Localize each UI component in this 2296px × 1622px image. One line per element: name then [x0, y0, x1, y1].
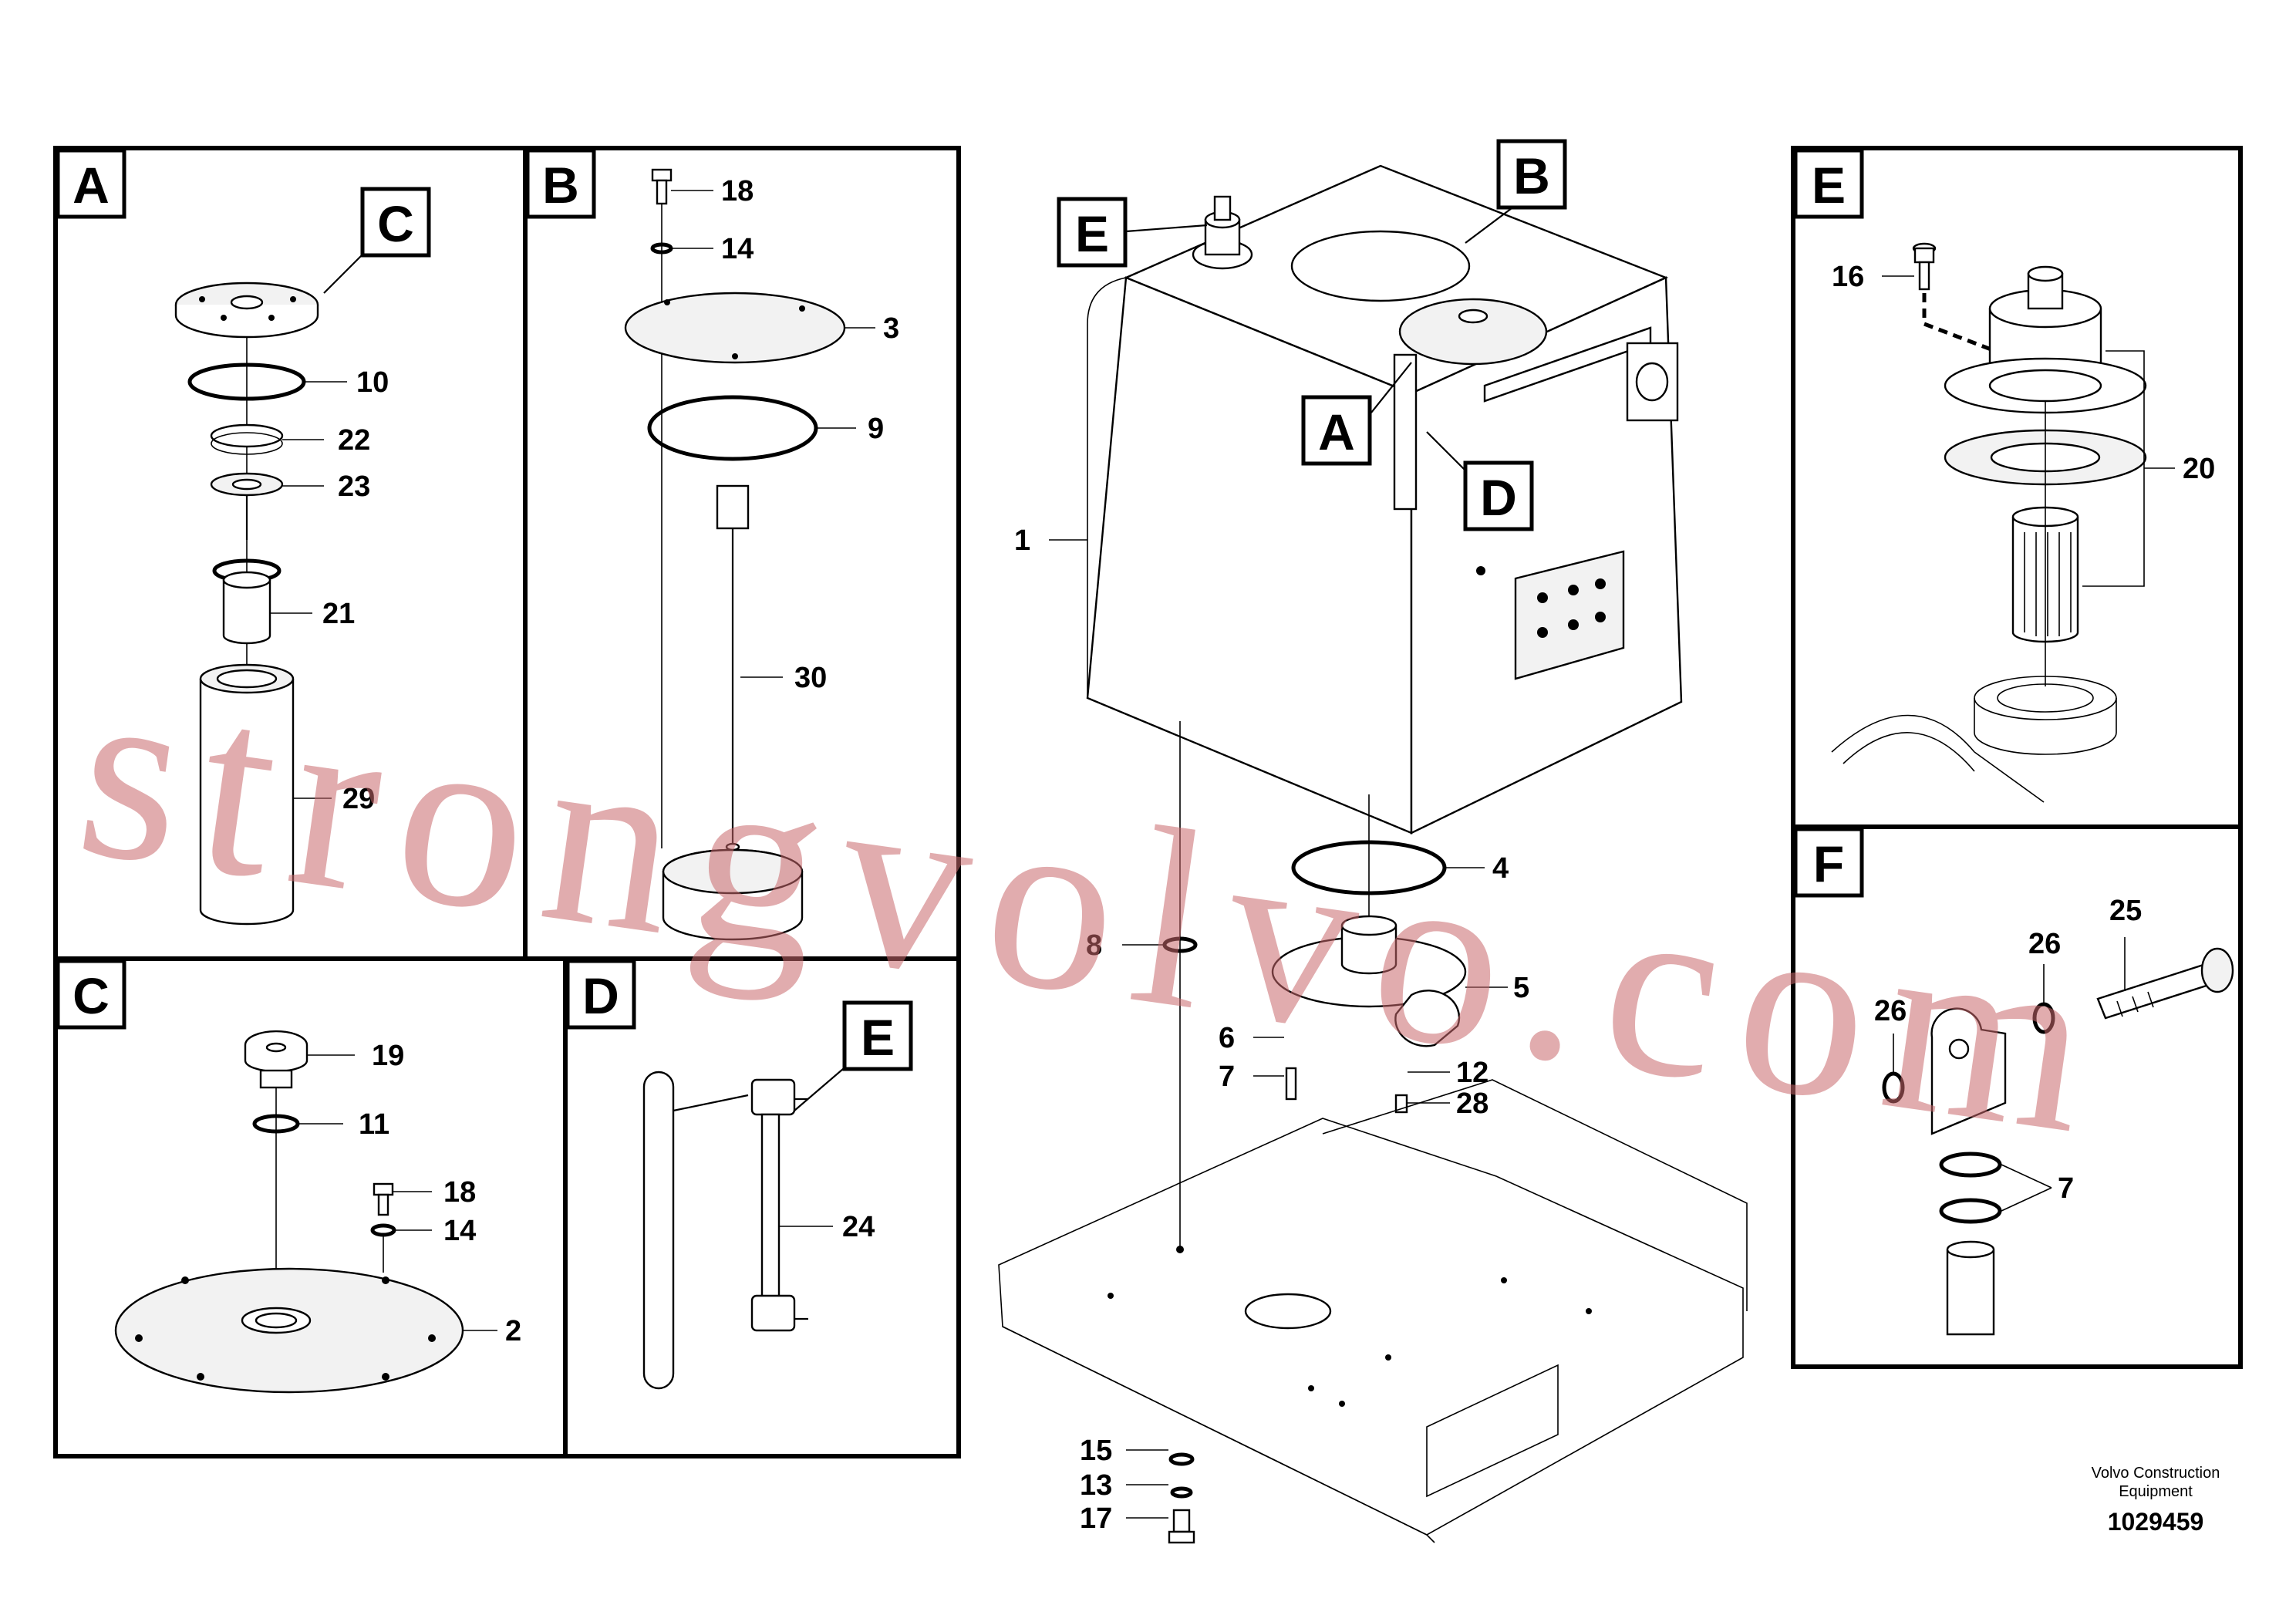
label-14-c: 14: [443, 1215, 476, 1247]
svg-text:D: D: [1480, 469, 1517, 526]
panel-f-frame: [1791, 824, 2243, 1369]
panel-d-drawing: [642, 1064, 849, 1390]
panel-a-ref-box: C: [360, 187, 431, 258]
svg-text:E: E: [861, 1009, 895, 1066]
label-7: 7: [1219, 1061, 1235, 1093]
panel-e-title: E: [1793, 148, 1864, 219]
label-22: 22: [338, 424, 370, 457]
svg-text:C: C: [72, 967, 110, 1024]
svg-text:C: C: [377, 195, 414, 252]
panel-c-drawing: [114, 1030, 497, 1394]
label-8: 8: [1086, 929, 1102, 962]
panel-b-drawing: [624, 168, 875, 941]
label-26-right: 26: [2028, 928, 2061, 960]
watermark: strongvolvo.com: [65, 626, 2126, 1189]
svg-text:E: E: [1075, 205, 1109, 262]
label-12: 12: [1456, 1057, 1489, 1089]
panel-f-drawing: [1882, 937, 2234, 1336]
main-callout-b: B: [1496, 139, 1567, 210]
label-16: 16: [1832, 261, 1864, 293]
label-13: 13: [1080, 1469, 1112, 1502]
label-1: 1: [1014, 524, 1030, 557]
panel-b-title: B: [525, 148, 596, 219]
panel-e-frame: [1791, 146, 2243, 829]
label-25: 25: [2109, 895, 2142, 927]
svg-text:B: B: [542, 157, 579, 214]
label-15: 15: [1080, 1435, 1112, 1467]
label-7-f: 7: [2058, 1172, 2074, 1205]
label-19: 19: [372, 1040, 404, 1072]
panel-f-title: F: [1793, 827, 1864, 898]
svg-text:A: A: [72, 157, 110, 214]
panel-a-title: A: [56, 148, 126, 219]
panel-a-drawing: [174, 254, 363, 926]
label-3: 3: [883, 312, 899, 345]
label-24: 24: [842, 1211, 875, 1243]
panel-d-ref-box: E: [842, 1000, 913, 1071]
label-4: 4: [1492, 852, 1509, 885]
panel-d-frame: [563, 956, 961, 1458]
label-2: 2: [505, 1315, 521, 1347]
svg-text:E: E: [1812, 157, 1846, 214]
company-name-line2: Equipment: [2119, 1483, 2193, 1500]
panel-d-title: D: [565, 959, 636, 1030]
label-29: 29: [342, 783, 375, 815]
main-callout-e: E: [1057, 197, 1128, 268]
label-11: 11: [359, 1108, 389, 1141]
label-10: 10: [356, 366, 389, 399]
svg-text:B: B: [1513, 147, 1550, 204]
label-26-left: 26: [1874, 995, 1907, 1027]
label-28: 28: [1456, 1088, 1489, 1120]
svg-text:A: A: [1318, 403, 1355, 460]
label-18-c: 18: [443, 1176, 476, 1209]
label-17: 17: [1080, 1502, 1112, 1535]
svg-text:F: F: [1813, 835, 1844, 892]
panel-c-title: C: [56, 959, 126, 1030]
company-name-line1: Volvo Construction: [2092, 1465, 2220, 1482]
label-18-b: 18: [721, 175, 754, 207]
main-callout-d: D: [1463, 460, 1534, 531]
panel-e-drawing: [1831, 242, 2175, 803]
main-callout-a: A: [1301, 395, 1372, 466]
svg-text:D: D: [582, 967, 619, 1024]
drawing-number: 1029459: [2108, 1508, 2204, 1536]
label-30: 30: [794, 662, 827, 694]
label-14-b: 14: [721, 233, 754, 265]
label-9: 9: [868, 413, 884, 445]
label-20: 20: [2183, 453, 2215, 485]
label-21: 21: [322, 598, 355, 630]
label-6: 6: [1219, 1022, 1235, 1054]
label-5: 5: [1513, 972, 1529, 1004]
label-23: 23: [338, 470, 370, 503]
